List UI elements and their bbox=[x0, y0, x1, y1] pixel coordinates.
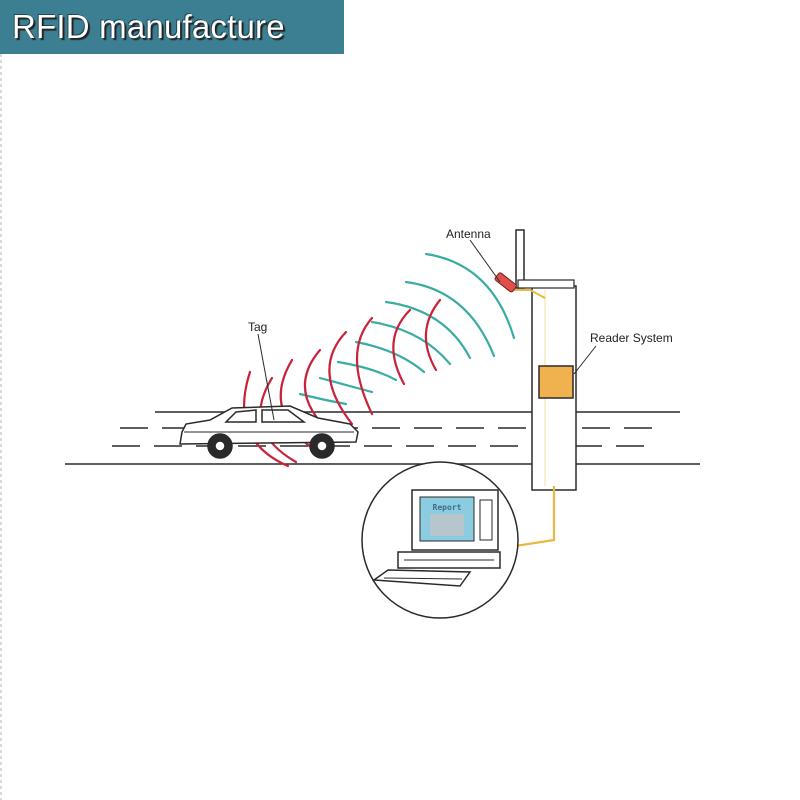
signal-arc-red bbox=[328, 330, 354, 426]
leader-lines bbox=[257, 239, 597, 421]
screen-report bbox=[430, 514, 464, 536]
signal-arc-teal bbox=[404, 280, 496, 358]
car-hub-front bbox=[316, 440, 328, 452]
car bbox=[179, 405, 359, 459]
antenna-cable bbox=[510, 289, 546, 299]
signal-arc-teal bbox=[384, 300, 472, 360]
computer-station: Report bbox=[361, 461, 519, 619]
antenna-label: Antenna bbox=[446, 227, 491, 241]
reader-system-label: Reader System bbox=[590, 331, 673, 345]
left-dotted-border bbox=[0, 0, 2, 800]
keyboard-keys bbox=[383, 577, 463, 580]
reader-box bbox=[538, 365, 574, 399]
antenna-panel bbox=[494, 272, 517, 293]
tag-label: Tag bbox=[248, 320, 267, 334]
signal-arc-teal bbox=[336, 360, 398, 382]
signal-arc-teal bbox=[318, 376, 374, 394]
antenna-leader bbox=[469, 239, 501, 283]
antenna-mast bbox=[515, 229, 525, 289]
pole-cap bbox=[517, 279, 575, 289]
signal-arc-red bbox=[356, 316, 374, 416]
antenna-signal bbox=[298, 252, 516, 406]
reader-leader bbox=[573, 345, 597, 375]
car-window-rear bbox=[224, 409, 257, 423]
tag-leader bbox=[257, 333, 275, 421]
signal-arc-teal bbox=[370, 320, 452, 366]
road bbox=[65, 411, 700, 465]
data-cable bbox=[501, 486, 556, 550]
signal-arc-red bbox=[392, 308, 412, 386]
antenna-head bbox=[494, 272, 517, 293]
monitor-side bbox=[479, 499, 493, 541]
reader-pole bbox=[510, 229, 577, 491]
brand-banner: RFID manufacture bbox=[0, 0, 344, 54]
signal-arc-teal bbox=[298, 392, 348, 406]
brand-title: RFID manufacture bbox=[12, 8, 285, 45]
signal-arc-red bbox=[424, 298, 442, 372]
screen-label: Report bbox=[433, 503, 462, 512]
car-hub-rear bbox=[214, 440, 226, 452]
signal-arc-teal bbox=[424, 252, 516, 340]
